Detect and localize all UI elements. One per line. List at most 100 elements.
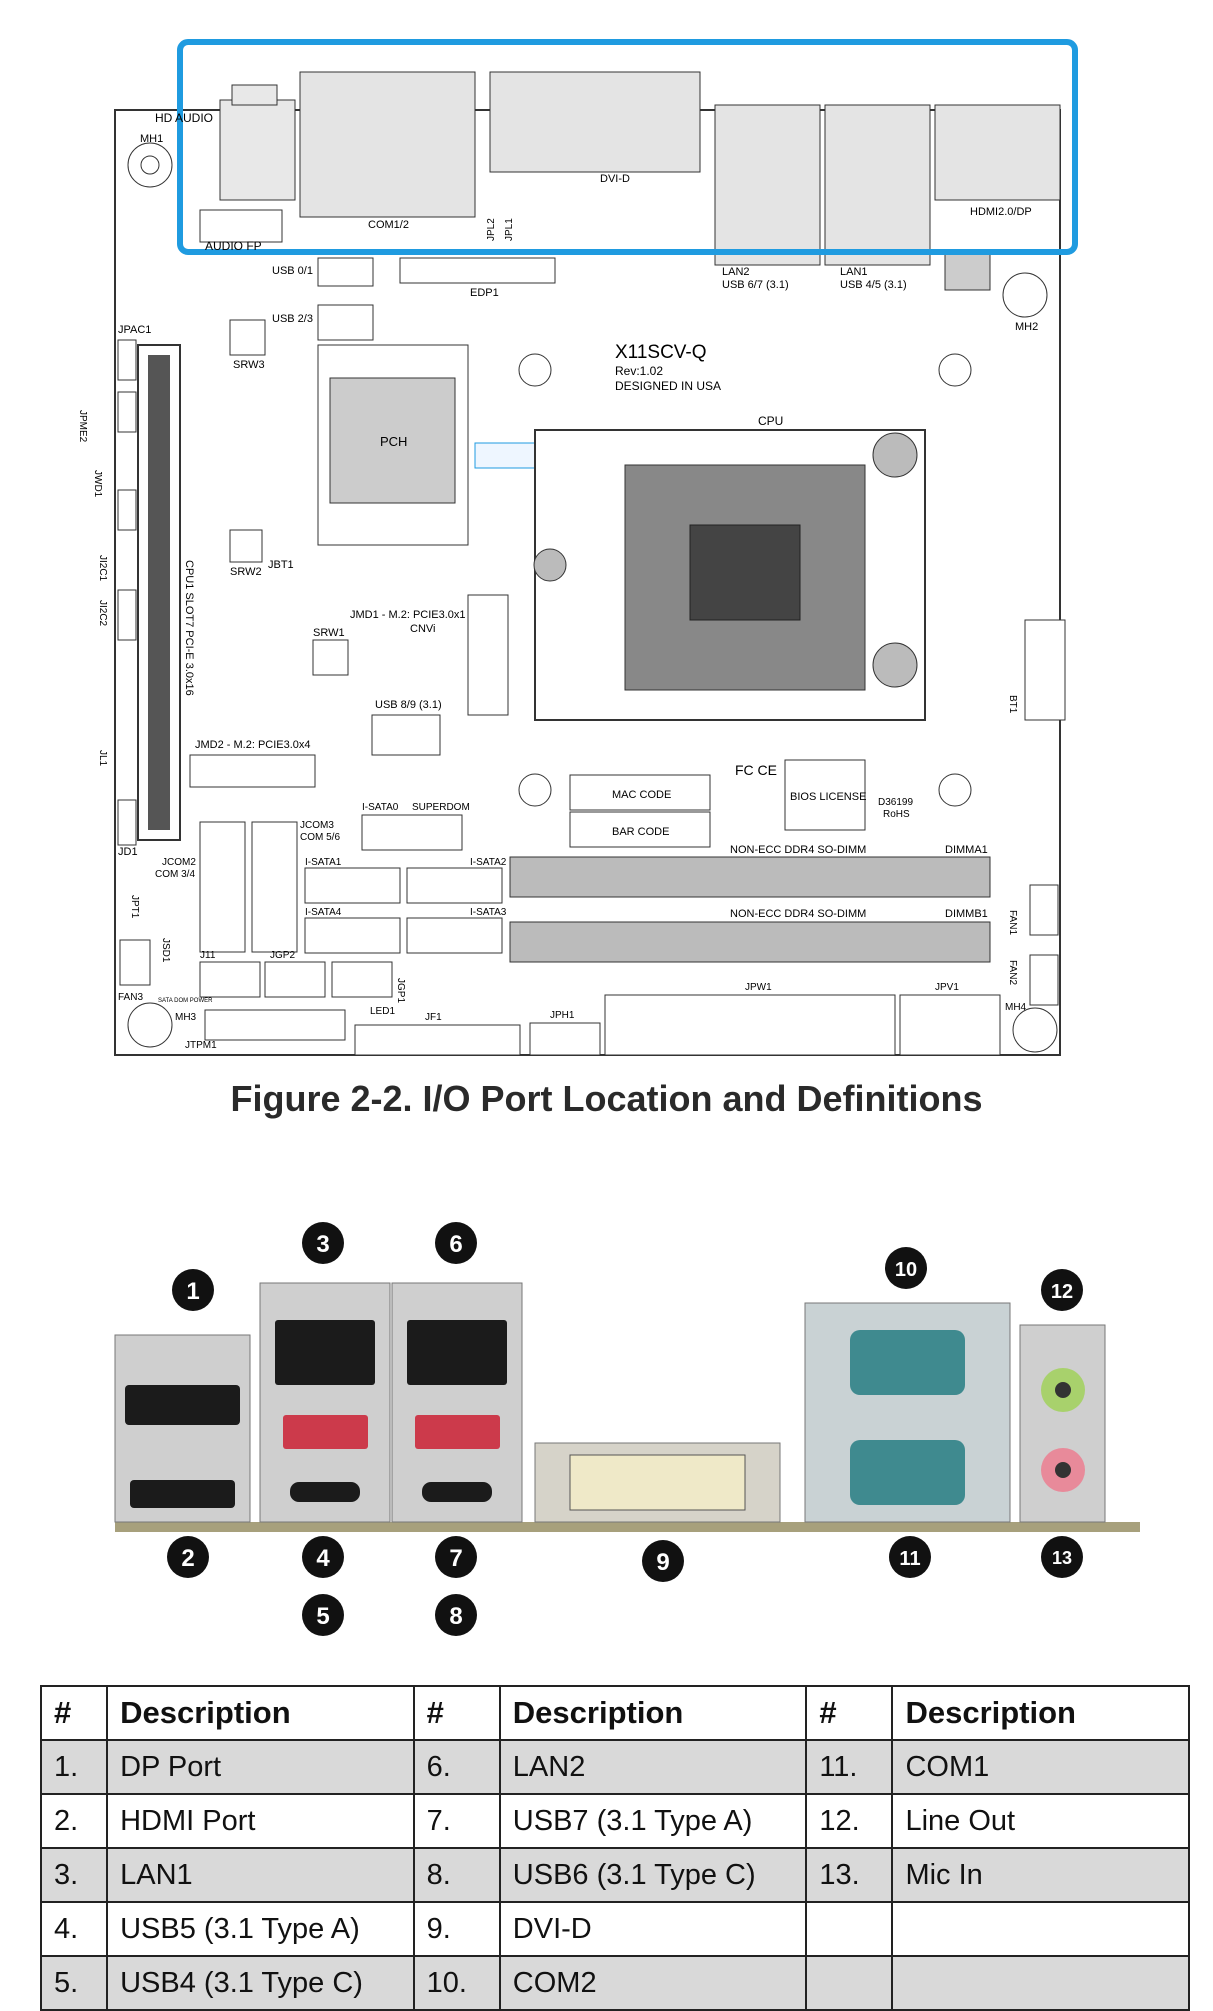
table-cell: Line Out — [891, 1793, 1190, 1849]
bios-license: BIOS LICENSE — [790, 791, 866, 803]
label-jpl2: JPL2 — [486, 218, 497, 241]
svg-text:11: 11 — [899, 1548, 920, 1570]
table-cell: 10. — [412, 1955, 501, 2011]
label-jpac1: JPAC1 — [118, 324, 151, 336]
table-cell: 8. — [412, 1847, 501, 1903]
svg-text:1: 1 — [186, 1278, 199, 1305]
edp-connector — [399, 257, 556, 284]
callout-7: 7 — [435, 1536, 477, 1578]
table-cell: HDMI Port — [106, 1793, 415, 1849]
table-row: 1. DP Port 6. LAN2 11. COM1 — [39, 1739, 1190, 1795]
svg-text:3: 3 — [316, 1231, 329, 1258]
table-cell: 2. — [39, 1793, 109, 1849]
label-jtpm1: JTPM1 — [185, 1040, 217, 1051]
table-cell: 3. — [39, 1847, 109, 1903]
table-cell — [891, 1901, 1190, 1957]
lan2-usb-block — [714, 104, 821, 266]
bar-code-label — [569, 811, 711, 848]
table-cell — [805, 1901, 894, 1957]
label-superdom: SUPERDOM — [412, 802, 470, 813]
board-rev: Rev:1.02 — [615, 364, 663, 378]
table-cell: DP Port — [106, 1739, 415, 1795]
battery-holder — [1024, 619, 1066, 721]
label-j11: J11 — [200, 950, 216, 961]
hdmi-dp-block — [934, 104, 1061, 201]
label-jmd2: JMD2 - M.2: PCIE3.0x4 — [195, 739, 311, 751]
rohs-mark: RoHS — [883, 809, 910, 820]
table-cell — [805, 1955, 894, 2011]
com-connector-block — [299, 71, 476, 218]
table-cell: 7. — [412, 1793, 501, 1849]
label-isata1: I-SATA1 — [305, 857, 342, 868]
table-cell: 9. — [412, 1901, 501, 1957]
label-jcom2: JCOM2 — [162, 857, 196, 868]
lan2-port — [407, 1320, 507, 1385]
svg-text:5: 5 — [316, 1603, 329, 1630]
label-usb89: USB 8/9 (3.1) — [375, 699, 442, 711]
callout-4: 4 — [302, 1536, 344, 1578]
table-cell: DVI-D — [498, 1901, 808, 1957]
callout-5: 5 — [302, 1594, 344, 1636]
front-panel-header — [354, 1024, 521, 1056]
label-jwd1: JWD1 — [92, 470, 103, 498]
board-model: X11SCV-Q — [615, 342, 707, 363]
com2-port — [850, 1330, 965, 1395]
label-edp1: EDP1 — [470, 287, 499, 299]
usb5-port — [283, 1415, 368, 1449]
mac-code-label — [569, 774, 711, 811]
label-srw2: SRW2 — [230, 566, 262, 578]
label-jpl1: JPL1 — [504, 218, 515, 241]
table-cell: USB7 (3.1 Type A) — [498, 1793, 808, 1849]
label-mh3: MH3 — [175, 1012, 197, 1023]
label-usb01: USB 0/1 — [272, 265, 313, 277]
callout-13: 13 — [1041, 1536, 1083, 1578]
audio-jack-block — [219, 99, 296, 201]
label-jpme2: JPME2 — [77, 410, 88, 443]
bios-license-label — [784, 759, 866, 831]
table-cell: 5. — [39, 1955, 109, 2011]
label-hdmi-dp: HDMI2.0/DP — [970, 206, 1032, 218]
com1-port — [850, 1440, 965, 1505]
label-mh4: MH4 — [1005, 1002, 1027, 1013]
label-srw3: SRW3 — [233, 359, 265, 371]
srw3-standoff — [229, 319, 266, 356]
table-cell: Mic In — [891, 1847, 1190, 1903]
svg-text:10: 10 — [895, 1259, 917, 1281]
svg-text:9: 9 — [656, 1549, 669, 1576]
callout-1: 1 — [172, 1269, 214, 1311]
label-jl1: JL1 — [97, 750, 108, 767]
label-dimm-a: NON-ECC DDR4 SO-DIMM — [730, 844, 866, 856]
label-dimmb1: DIMMB1 — [945, 908, 988, 920]
table-cell: USB6 (3.1 Type C) — [498, 1847, 808, 1903]
dp-port — [125, 1385, 240, 1425]
label-isata0: I-SATA0 — [362, 802, 399, 813]
svg-text:6: 6 — [449, 1231, 462, 1258]
label-cpu: CPU — [758, 414, 783, 428]
dimm-slot-a1 — [509, 856, 991, 898]
table-cell: 12. — [805, 1793, 894, 1849]
mounting-hole-mh4 — [1012, 1007, 1058, 1053]
column-header: # — [805, 1685, 894, 1741]
board-designed: DESIGNED IN USA — [615, 379, 721, 393]
motherboard-layout-diagram: HD AUDIO MH1 AUDIO FP COM1/2 JPL2 JPL1 D… — [77, 39, 1078, 1056]
srw1-standoff — [312, 639, 349, 676]
table-cell — [891, 1955, 1190, 2011]
callout-6: 6 — [435, 1222, 477, 1264]
label-usb23: USB 2/3 — [272, 313, 313, 325]
svg-text:7: 7 — [449, 1545, 462, 1572]
label-pch: PCH — [380, 434, 407, 449]
svg-text:8: 8 — [449, 1603, 462, 1630]
svg-text:12: 12 — [1051, 1281, 1073, 1303]
table-row: 5. USB4 (3.1 Type C) 10. COM2 — [39, 1955, 1190, 2011]
table-header-row: # Description # Description # Descriptio… — [39, 1685, 1190, 1741]
table-cell: 11. — [805, 1739, 894, 1795]
label-isata3: I-SATA3 — [470, 907, 507, 918]
column-header: # — [39, 1685, 109, 1741]
callout-2: 2 — [167, 1536, 209, 1578]
callout-12: 12 — [1041, 1269, 1083, 1311]
table-row: 3. LAN1 8. USB6 (3.1 Type C) 13. Mic In — [39, 1847, 1190, 1903]
label-jpt1: JPT1 — [129, 895, 140, 919]
callout-11: 11 — [889, 1536, 931, 1578]
table-row: 2. HDMI Port 7. USB7 (3.1 Type A) 12. Li… — [39, 1793, 1190, 1849]
column-header: Description — [106, 1685, 415, 1741]
